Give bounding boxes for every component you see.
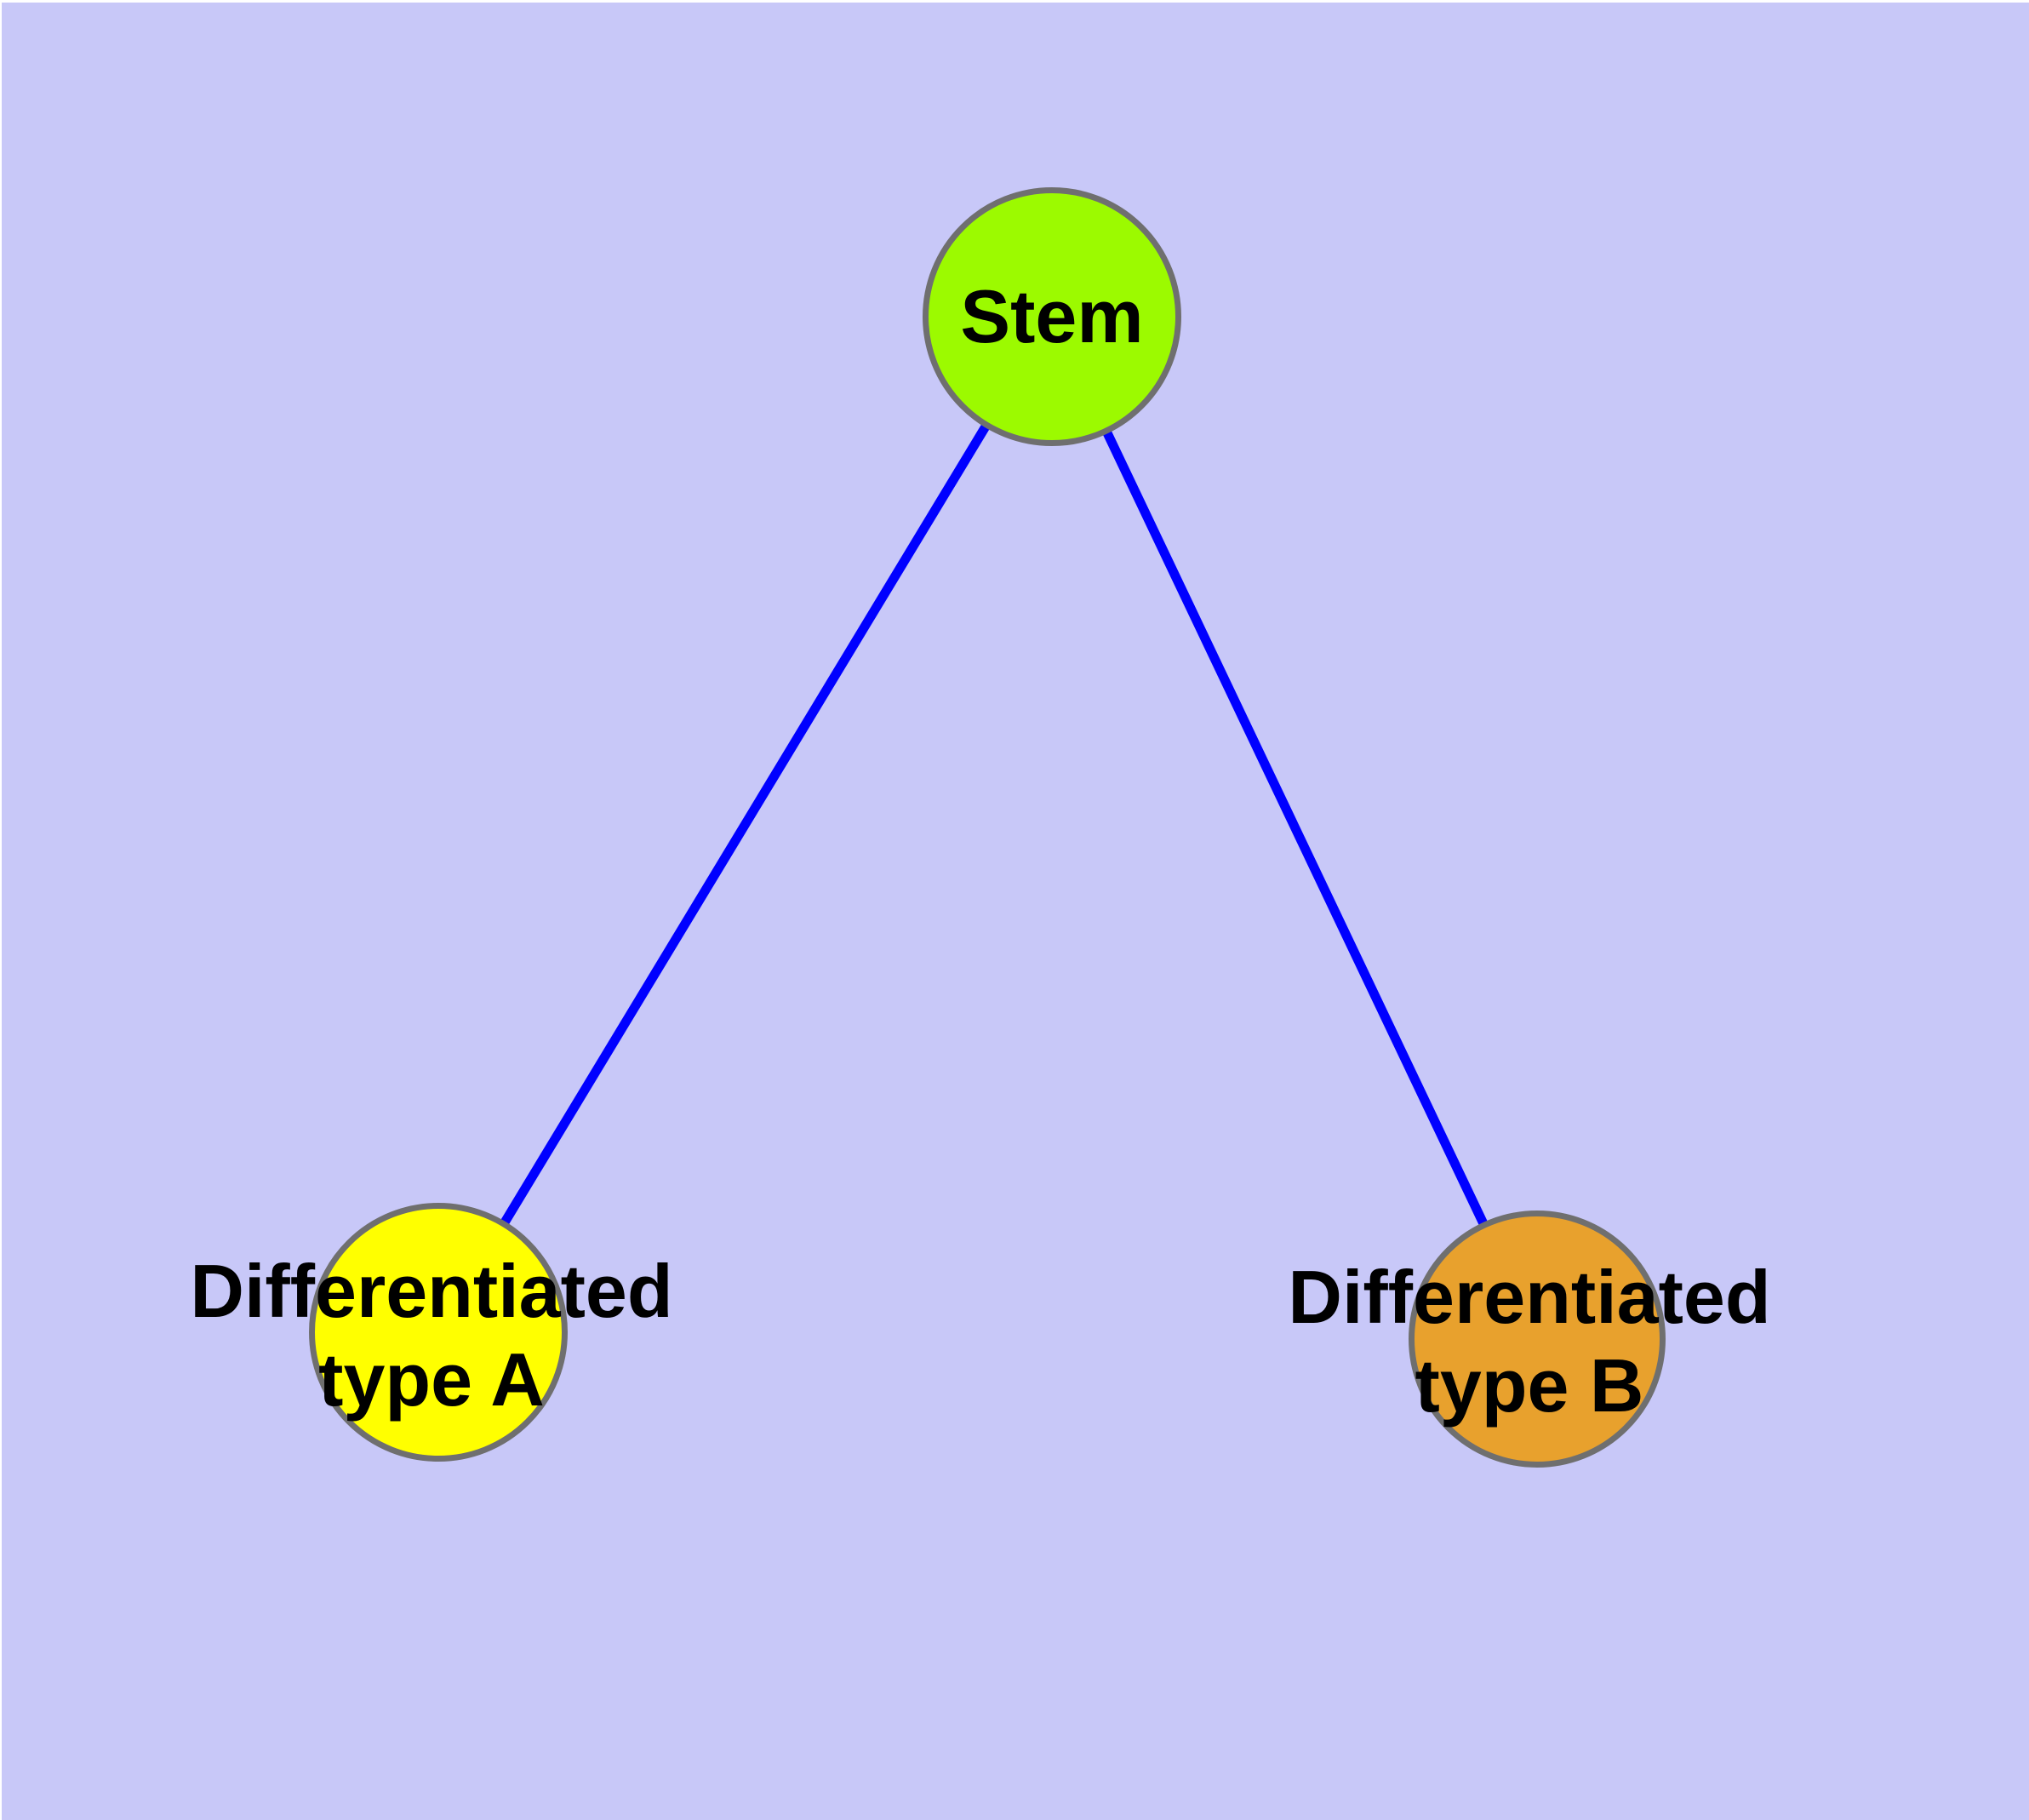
node-differentiated-type-a-label: Differentiated type A: [190, 1249, 673, 1422]
node-differentiated-type-b-label: Differentiated type B: [1288, 1255, 1771, 1428]
diagram-canvas: Stem Differentiated type A Differentiate…: [2, 3, 2029, 1820]
node-differentiated-type-a: [309, 1203, 568, 1462]
edge-stem-to-type-a: [434, 314, 1056, 1335]
node-stem: [923, 187, 1181, 446]
node-differentiated-type-b: [1409, 1210, 1666, 1468]
edge-stem-to-type-b: [1048, 314, 1542, 1341]
edges-layer: [434, 314, 1542, 1341]
node-stem-label: Stem: [960, 274, 1144, 359]
